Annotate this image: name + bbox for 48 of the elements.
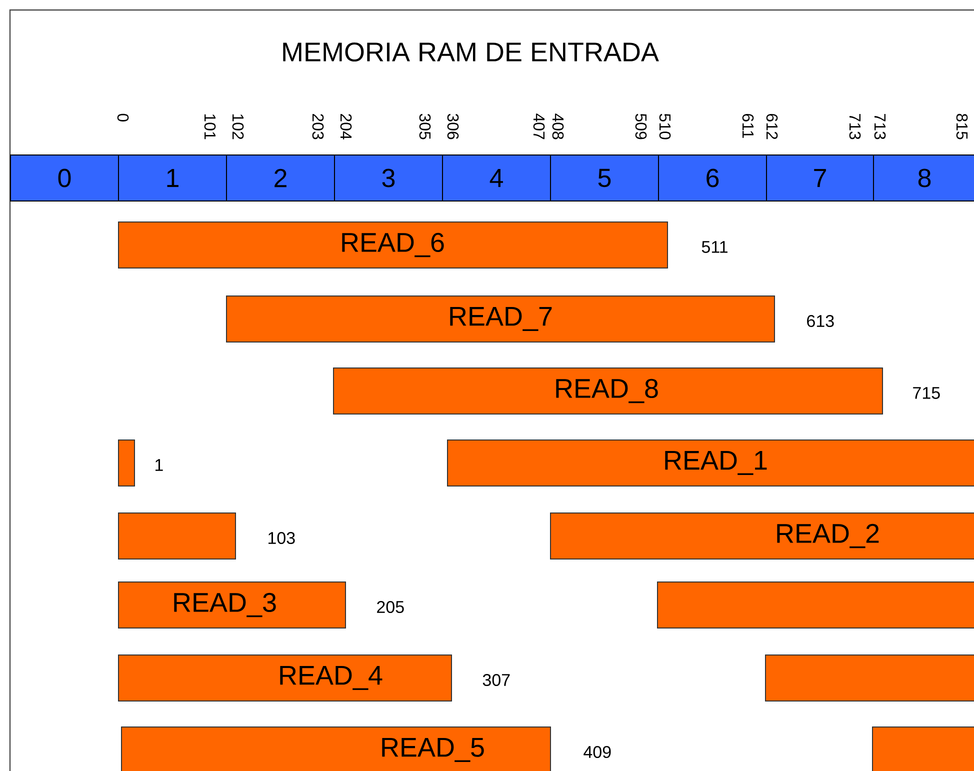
memory-cell: 6 xyxy=(658,154,767,202)
memory-cell: 8 xyxy=(873,154,974,202)
read-bar: READ_8 xyxy=(333,368,883,414)
bar xyxy=(118,512,236,560)
address-tick: 203 xyxy=(312,114,324,140)
address-tick: 815 xyxy=(956,114,968,140)
memory-cell: 1 xyxy=(118,154,227,202)
address-tick: 612 xyxy=(766,114,778,140)
end-address: 511 xyxy=(702,241,728,253)
address-tick: 305 xyxy=(419,114,431,140)
memory-cell: 0 xyxy=(10,154,119,202)
title: MEMORIA RAM DE ENTRADA xyxy=(283,42,659,62)
address-tick: 306 xyxy=(447,114,459,140)
memory-cell: 4 xyxy=(442,154,551,202)
read-bar: READ_1 xyxy=(447,440,974,486)
memory-cell: 7 xyxy=(766,154,874,202)
read-bar: READ_7 xyxy=(226,296,775,342)
address-tick: 204 xyxy=(340,114,352,140)
end-address: 1 xyxy=(156,459,163,471)
address-tick: 101 xyxy=(204,114,216,140)
memory-cell: 2 xyxy=(226,154,335,202)
address-tick: 102 xyxy=(232,114,244,140)
address-tick: 408 xyxy=(552,114,564,140)
memory-cell: 5 xyxy=(550,154,659,202)
bar xyxy=(872,726,974,771)
end-address: 205 xyxy=(377,600,404,614)
end-address: 613 xyxy=(807,314,834,328)
end-address: 409 xyxy=(584,746,611,758)
end-address: 307 xyxy=(482,674,510,686)
read-bar: READ_3 xyxy=(118,582,346,628)
read-bar: READ_2 xyxy=(550,512,974,560)
bar xyxy=(657,582,974,628)
bar xyxy=(765,654,974,702)
end-address: 715 xyxy=(913,387,940,399)
address-tick: 713 xyxy=(874,114,886,140)
address-tick: 509 xyxy=(635,114,647,140)
memory-cell: 3 xyxy=(334,154,443,202)
read-bar: READ_6 xyxy=(118,222,668,268)
end-address: 103 xyxy=(268,532,295,544)
read-bar: READ_5 xyxy=(121,726,551,771)
bar xyxy=(118,440,135,486)
read-bar: READ_4 xyxy=(118,654,452,702)
node-label: 8 xyxy=(918,168,931,188)
address-tick: 510 xyxy=(659,114,671,140)
address-tick: 0 xyxy=(117,114,129,122)
address-tick: 611 xyxy=(742,114,754,138)
address-tick: 407 xyxy=(533,114,545,140)
address-tick: 713 xyxy=(849,114,861,140)
